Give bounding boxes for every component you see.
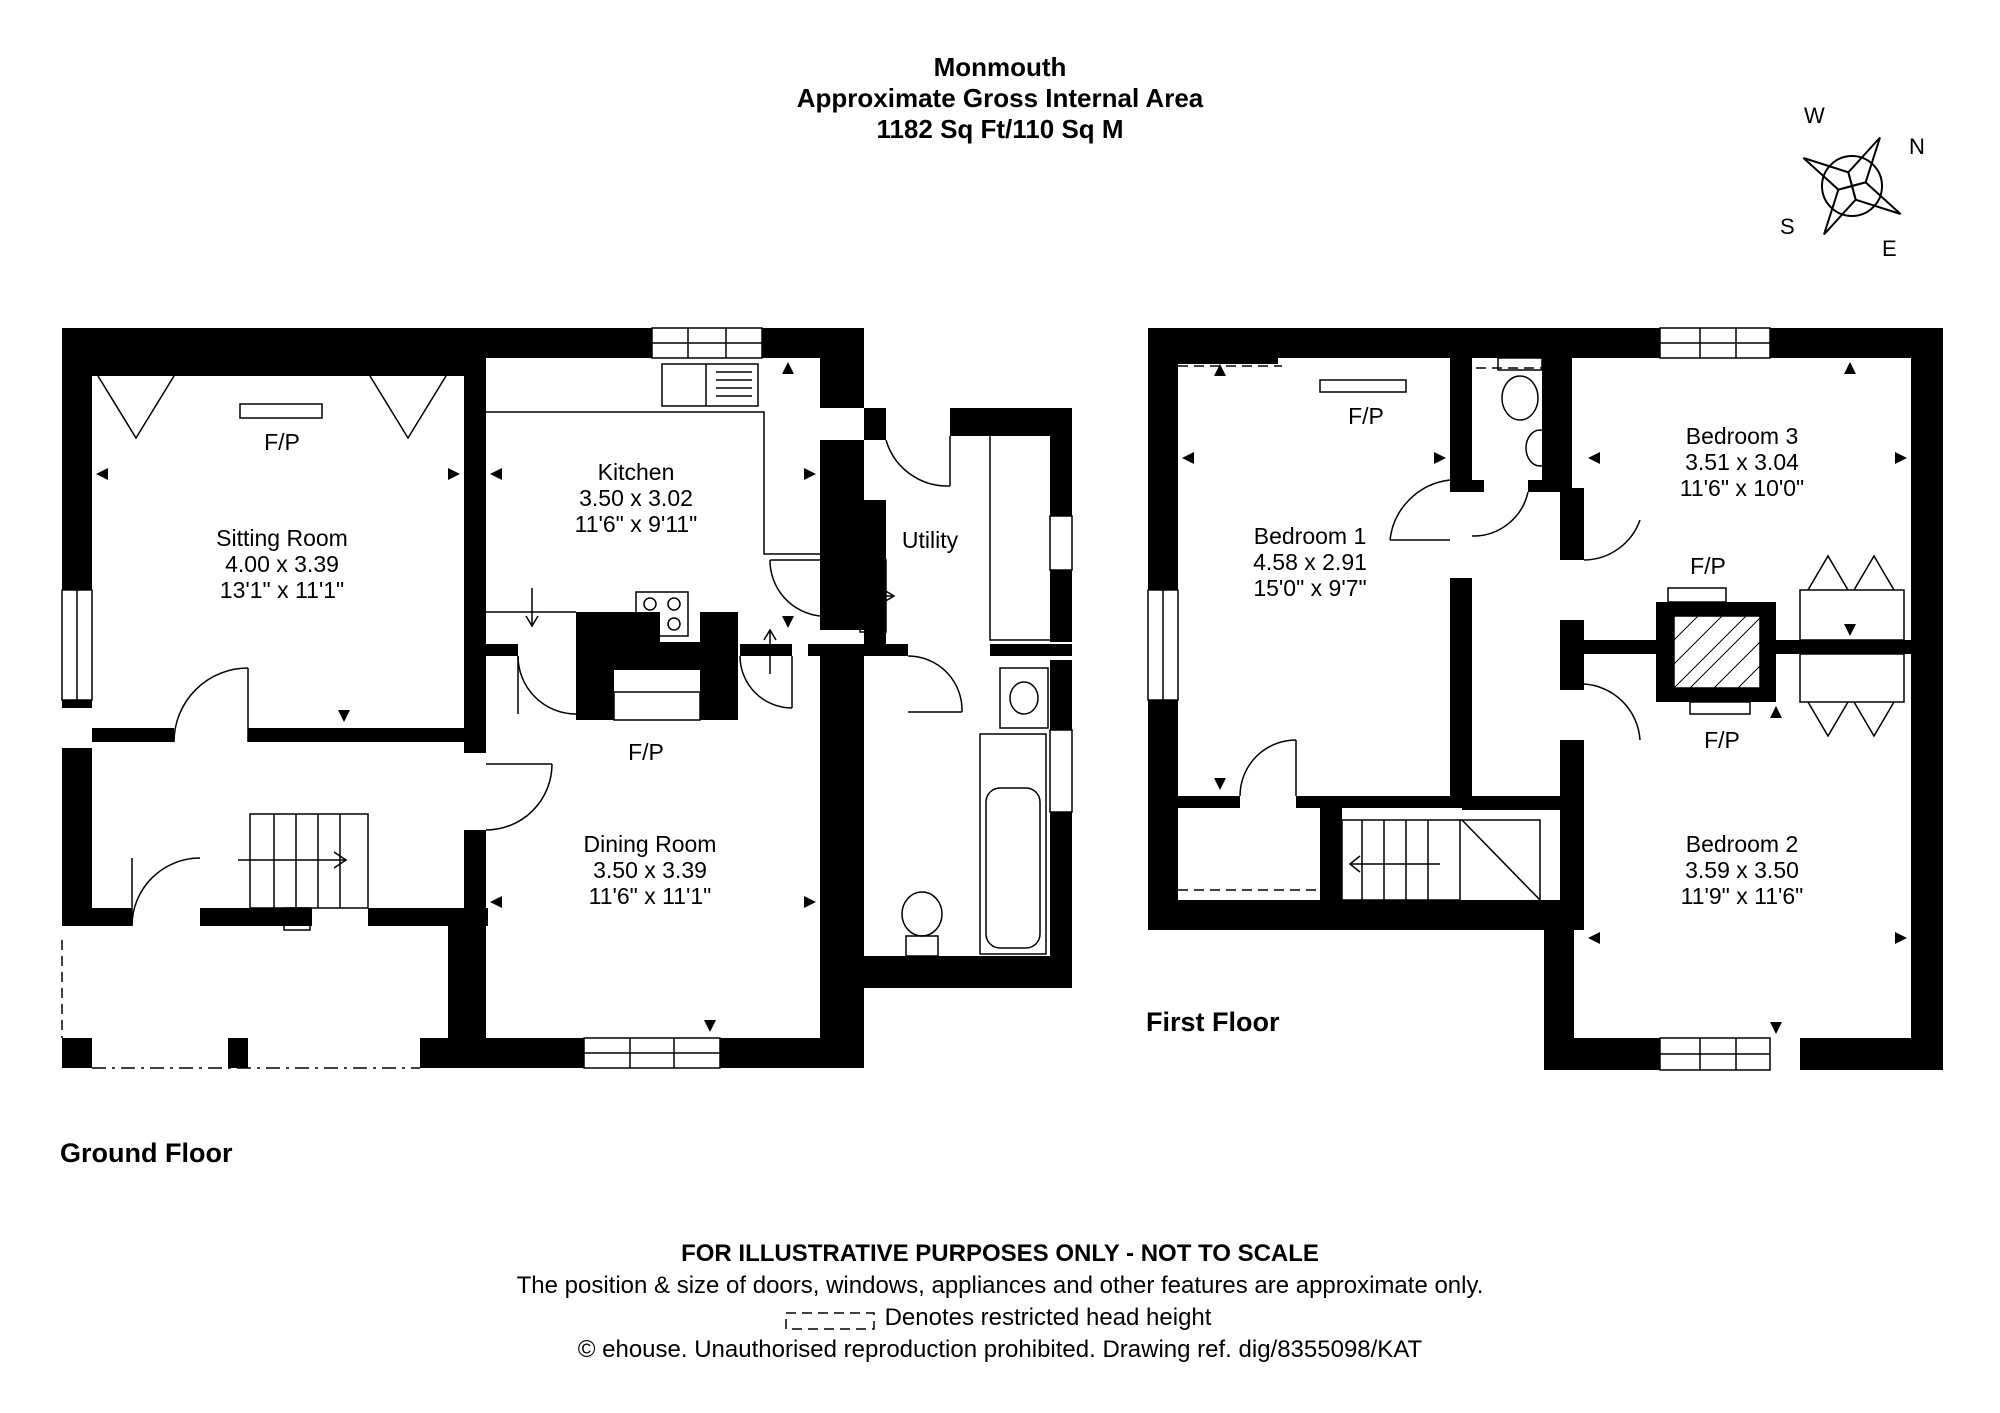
copyright: © ehouse. Unauthorised reproduction proh… — [577, 1336, 1423, 1363]
sitting-room: Sitting Room 4.00 x 3.39 13'1" x 11'1" F… — [216, 429, 348, 603]
kitchen-metric: 3.50 x 3.02 — [579, 485, 693, 511]
bedroom-1: Bedroom 1 4.58 x 2.91 15'0" x 9'7" F/P — [1253, 403, 1384, 601]
restricted-height-legend: Denotes restricted head height — [0, 1304, 2000, 1332]
first-floor-fixtures — [1147, 327, 1905, 1071]
utility: Utility — [902, 527, 959, 553]
first-dimension-markers — [1182, 362, 1907, 1034]
plan-subtitle: Approximate Gross Internal Area — [796, 83, 1204, 113]
dining-room: Dining Room 3.50 x 3.39 11'6" x 11'1" F/… — [584, 739, 717, 909]
ground-dimension-markers — [96, 362, 816, 1032]
utility-name: Utility — [902, 527, 959, 553]
kitchen-name: Kitchen — [598, 459, 675, 485]
bedroom-3: Bedroom 3 3.51 x 3.04 11'6" x 10'0" F/P — [1680, 423, 1804, 579]
sitting-room-fireplace: F/P — [264, 429, 300, 455]
bedroom-2-metric: 3.59 x 3.50 — [1685, 857, 1799, 883]
compass-w: W — [1804, 103, 1825, 128]
bedroom-2-name: Bedroom 2 — [1686, 831, 1799, 857]
compass-s: S — [1780, 214, 1795, 239]
first-floor-label: First Floor — [1146, 1007, 1280, 1037]
bedroom-2-imperial: 11'9" x 11'6" — [1681, 883, 1804, 909]
compass-n: N — [1909, 134, 1925, 159]
bedroom-1-metric: 4.58 x 2.91 — [1253, 549, 1367, 575]
disclaimer: FOR ILLUSTRATIVE PURPOSES ONLY - NOT TO … — [681, 1240, 1319, 1267]
plan-area: 1182 Sq Ft/110 Sq M — [876, 114, 1124, 144]
dining-room-imperial: 11'6" x 11'1" — [589, 883, 712, 909]
kitchen-imperial: 11'6" x 9'11" — [575, 511, 698, 537]
first-floor-walls — [1148, 328, 1943, 1070]
kitchen: Kitchen 3.50 x 3.02 11'6" x 9'11" — [575, 459, 698, 537]
compass-icon — [1802, 136, 1902, 236]
dining-room-metric: 3.50 x 3.39 — [593, 857, 707, 883]
bedroom-3-imperial: 11'6" x 10'0" — [1680, 475, 1804, 501]
ground-floor-walls — [62, 328, 1072, 1068]
bedroom-1-name: Bedroom 1 — [1254, 523, 1367, 549]
restricted-height-legend-icon — [785, 1312, 875, 1330]
approximation-note: The position & size of doors, windows, a… — [516, 1272, 1484, 1299]
dining-room-name: Dining Room — [584, 831, 717, 857]
bedroom-3-fireplace: F/P — [1690, 553, 1726, 579]
ground-floor-fixtures — [61, 327, 1073, 1069]
bedroom-3-metric: 3.51 x 3.04 — [1685, 449, 1799, 475]
bedroom-1-imperial: 15'0" x 9'7" — [1253, 575, 1366, 601]
sitting-room-name: Sitting Room — [216, 525, 348, 551]
sitting-room-imperial: 13'1" x 11'1" — [220, 577, 344, 603]
bedroom-2-fireplace: F/P — [1704, 727, 1740, 753]
ground-floor-label: Ground Floor — [60, 1138, 233, 1168]
plan-title: Monmouth — [933, 52, 1067, 82]
dining-room-fireplace: F/P — [628, 739, 664, 765]
bedroom-2: Bedroom 2 3.59 x 3.50 11'9" x 11'6" F/P — [1681, 727, 1804, 909]
sitting-room-metric: 4.00 x 3.39 — [225, 551, 339, 577]
bedroom-3-name: Bedroom 3 — [1686, 423, 1799, 449]
legend-text: Denotes restricted head height — [884, 1304, 1212, 1331]
bedroom-1-fireplace: F/P — [1348, 403, 1384, 429]
compass-e: E — [1882, 236, 1897, 261]
